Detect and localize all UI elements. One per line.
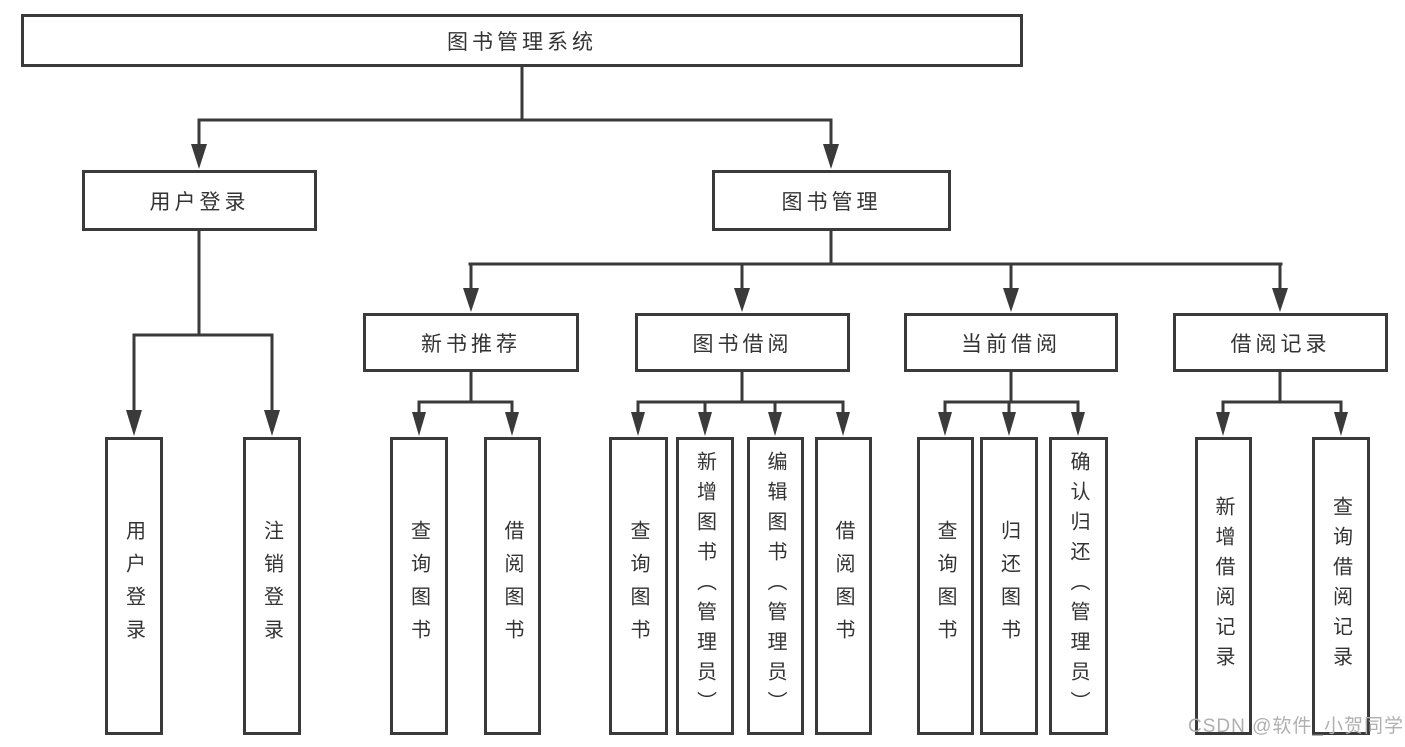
node-borrow-records-label: 借阅记录 — [1230, 332, 1331, 356]
leaf-query-books-current: 查询图书 — [917, 437, 974, 735]
leaf-query-borrow-record-label: 查询借阅记录 — [1329, 496, 1352, 676]
node-new-book-recommend: 新书推荐 — [363, 313, 579, 372]
leaf-borrow-books-recommend: 借阅图书 — [484, 437, 541, 735]
leaf-edit-book-admin-label: 编辑图书（管理员） — [764, 451, 786, 721]
leaf-logout: 注销登录 — [243, 437, 301, 735]
leaf-add-borrow-record-label: 新增借阅记录 — [1212, 496, 1234, 676]
leaf-add-book-admin-label: 新增图书（管理员） — [693, 451, 716, 721]
watermark: CSDN @软件_小贺同学 — [1188, 716, 1404, 737]
leaf-add-borrow-record: 新增借阅记录 — [1195, 437, 1252, 735]
leaf-borrow-books-label: 借阅图书 — [832, 520, 854, 652]
node-current-borrow: 当前借阅 — [904, 313, 1118, 372]
node-borrow-records: 借阅记录 — [1173, 313, 1388, 372]
node-book-management: 图书管理 — [712, 170, 951, 231]
leaf-user-login: 用户登录 — [105, 437, 163, 735]
leaf-query-books-borrow-label: 查询图书 — [627, 520, 649, 652]
leaf-query-books-current-label: 查询图书 — [934, 520, 956, 652]
leaf-borrow-books-recommend-label: 借阅图书 — [501, 520, 523, 652]
leaf-query-borrow-record: 查询借阅记录 — [1312, 437, 1370, 735]
leaf-add-book-admin: 新增图书（管理员） — [676, 437, 734, 735]
node-current-borrow-label: 当前借阅 — [961, 332, 1061, 356]
leaf-return-book: 归还图书 — [980, 437, 1038, 735]
node-new-book-recommend-label: 新书推荐 — [421, 332, 521, 356]
leaf-confirm-return-admin: 确认归还（管理员） — [1049, 437, 1108, 735]
leaf-query-books-borrow: 查询图书 — [609, 437, 668, 735]
leaf-confirm-return-admin-label: 确认归还（管理员） — [1067, 451, 1089, 721]
leaf-query-books-recommend-label: 查询图书 — [407, 520, 430, 652]
leaf-edit-book-admin: 编辑图书（管理员） — [747, 437, 804, 735]
leaf-query-books-recommend: 查询图书 — [390, 437, 448, 735]
arrowhead-icons — [126, 144, 1348, 436]
node-book-borrow: 图书借阅 — [635, 313, 850, 372]
node-book-management-label: 图书管理 — [781, 190, 882, 214]
node-book-borrow-label: 图书借阅 — [692, 332, 793, 356]
leaf-user-login-label: 用户登录 — [122, 520, 145, 652]
leaf-borrow-books: 借阅图书 — [815, 437, 872, 735]
node-user-login-label: 用户登录 — [149, 190, 250, 214]
leaf-return-book-label: 归还图书 — [997, 520, 1020, 652]
node-system-root-label: 图书管理系统 — [447, 30, 597, 54]
leaf-logout-label: 注销登录 — [260, 520, 283, 652]
node-system-root: 图书管理系统 — [21, 14, 1023, 67]
node-user-login: 用户登录 — [82, 170, 317, 231]
